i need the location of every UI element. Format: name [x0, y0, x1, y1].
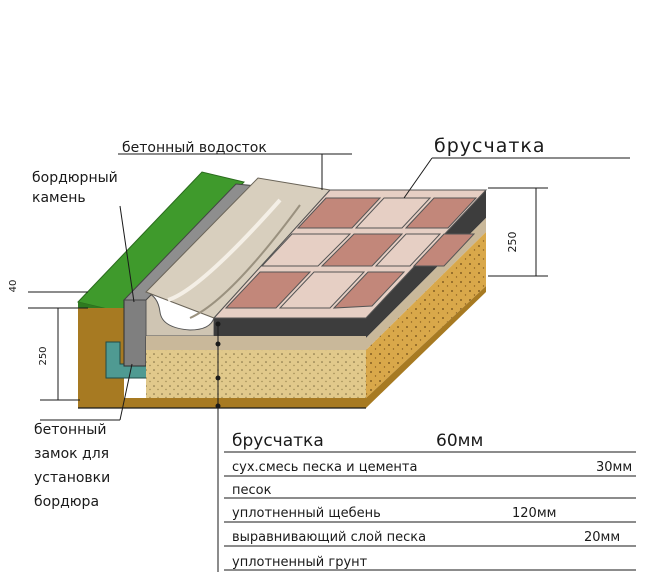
- label-lock-line3: установки: [34, 470, 110, 486]
- layer-thickness: 60мм: [436, 431, 483, 451]
- curb-stone: [123, 299, 147, 367]
- layer-name: брусчатка: [232, 431, 324, 451]
- dim-left-top-label: 40: [8, 280, 19, 293]
- label-lock-line4: бордюра: [34, 494, 99, 510]
- layer-thickness: 120мм: [512, 506, 556, 521]
- dim-left-height-label: 250: [38, 346, 49, 365]
- dim-right-label: 250: [506, 232, 519, 253]
- layer-name: уплотненный грунт: [232, 555, 368, 570]
- layer-thickness: 30мм: [596, 460, 632, 475]
- dimension-right: 250: [488, 187, 548, 277]
- layer-name: выравнивающий слой песка: [232, 530, 426, 545]
- paving-front: [214, 318, 366, 338]
- drain-top: [122, 177, 331, 319]
- label-lock-line1: бетонный: [34, 422, 106, 438]
- layer-name: сух.смесь песка и цемента: [232, 460, 417, 475]
- layer-table: брусчатка 60мм сух.смесь песка и цемента…: [224, 431, 636, 571]
- leader-lines: [40, 153, 630, 572]
- label-curb-line1: бордюрный: [32, 170, 118, 186]
- gravel-front: [146, 350, 366, 398]
- label-paving: брусчатка: [434, 135, 546, 157]
- drymix-front: [146, 336, 366, 350]
- dimension-left: 40 250: [8, 280, 88, 401]
- layer-thickness: 20мм: [584, 530, 620, 545]
- paving-top: [212, 189, 488, 319]
- label-lock-line2: замок для: [34, 446, 109, 462]
- layer-name: уплотненный щебень: [232, 506, 381, 521]
- drain-front: [145, 291, 215, 337]
- block-front-face: [78, 291, 366, 409]
- label-drain: бетонный водосток: [122, 140, 267, 156]
- soil-bottom: [78, 398, 366, 408]
- layer-name: песок: [232, 483, 272, 498]
- label-curb-line2: камень: [32, 190, 86, 206]
